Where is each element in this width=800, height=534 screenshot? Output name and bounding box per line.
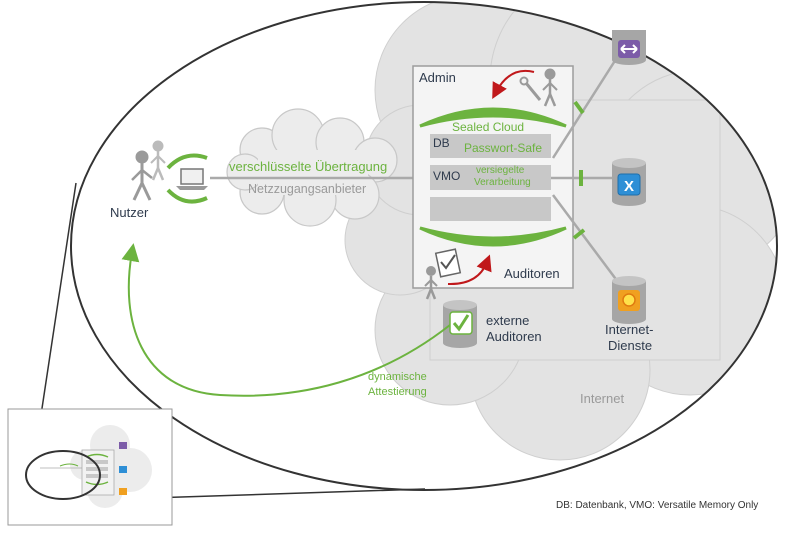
attestation-arrow [121, 243, 451, 397]
seal-arc-top [419, 107, 567, 128]
encryption-arc-right [166, 188, 208, 204]
person-icon [542, 68, 558, 107]
internet-services-label-1: Internet- [605, 322, 654, 337]
person-icon [150, 140, 166, 181]
encryption-arc-left [166, 153, 208, 170]
clipboard-icon [434, 248, 462, 278]
db-row [430, 134, 551, 158]
sealed-processing-label-1: versiegelte [476, 165, 525, 176]
zoom-oval [70, 1, 778, 491]
x-icon: X [624, 178, 634, 195]
vmo-label: VMO [433, 169, 461, 183]
person-icon [424, 266, 438, 300]
seal-tick-3 [572, 228, 586, 240]
laptop-icon [176, 168, 208, 190]
overview-thumbnail [7, 408, 173, 526]
sun-icon [622, 293, 636, 307]
database-icon: X [612, 158, 646, 206]
internet-services-label-2: Dienste [608, 338, 653, 353]
user-label: Nutzer [110, 205, 149, 220]
wrench-icon [519, 76, 542, 101]
sealed-processing-label-2: Verarbeitung [474, 177, 531, 188]
db-label: DB [433, 136, 450, 150]
seal-tick-1 [573, 100, 585, 115]
internet-label: Internet [580, 391, 625, 406]
empty-row [430, 197, 551, 221]
encrypted-transfer-label: verschlüsselte Übertragung [229, 159, 388, 174]
external-auditors-label-2: Auditoren [486, 329, 542, 344]
database-icon [612, 276, 646, 324]
vmo-row [430, 165, 551, 190]
auditor-red-arrow [447, 254, 492, 286]
database-icon [612, 30, 646, 65]
database-icon [443, 300, 477, 348]
seal-arc-bottom [419, 226, 567, 247]
network-provider-label: Netzzugangsanbieter [248, 182, 367, 196]
line-to-orange-db [551, 194, 620, 283]
network-provider-cloud [226, 108, 398, 227]
footnote: DB: Datenbank, VMO: Versatile Memory Onl… [556, 500, 759, 511]
external-auditors-label-1: externe [486, 313, 530, 328]
admin-red-arrow [492, 70, 535, 100]
password-safe-label: Passwort-Safe [464, 141, 543, 155]
attestation-label-2: Attestierung [368, 386, 427, 398]
attestation-label-1: dynamische [368, 371, 427, 383]
line-to-purple-db [551, 44, 627, 159]
thumbnail-oval [25, 450, 101, 500]
auditors-label: Auditoren [504, 266, 560, 281]
person-icon [131, 150, 153, 201]
sealed-cloud-label: Sealed Cloud [452, 120, 525, 134]
arrows-icon [620, 44, 638, 54]
admin-label: Admin [419, 70, 456, 85]
checkmark-icon [452, 314, 470, 332]
